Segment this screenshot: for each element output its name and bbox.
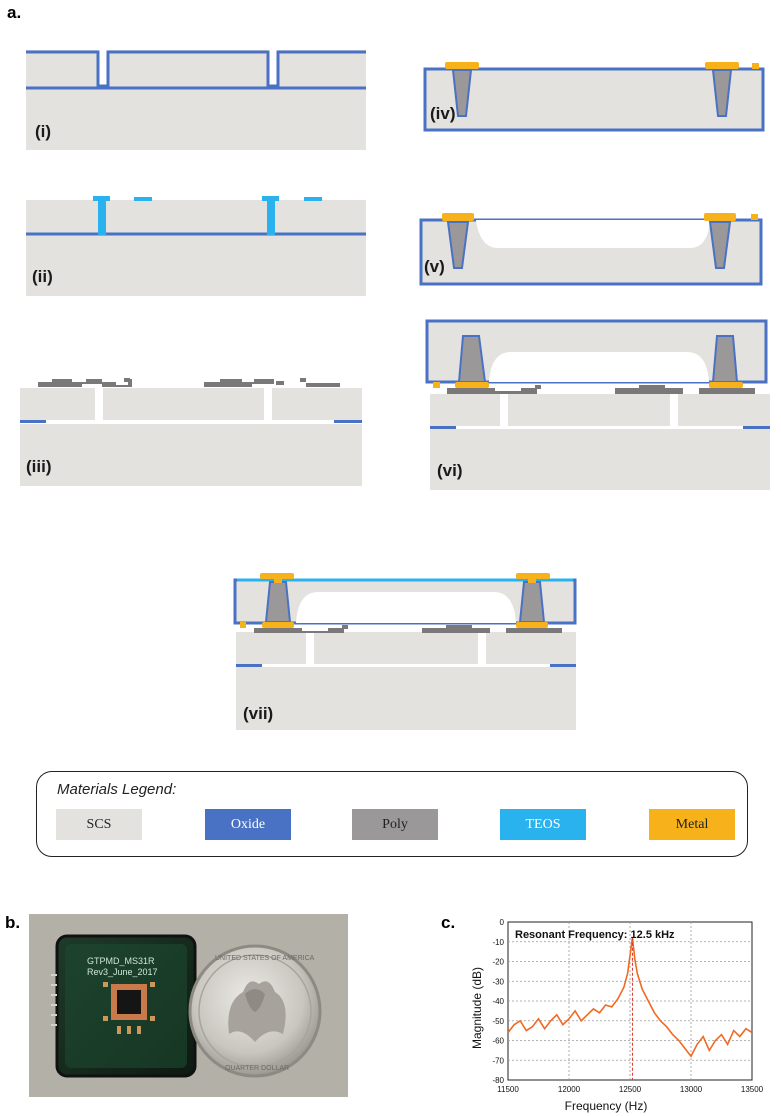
x-tick-label: 13500	[741, 1085, 764, 1094]
y-tick-label: -50	[492, 1017, 504, 1026]
materials-legend: Materials Legend: SCS Oxide Poly TEOS Me…	[36, 771, 748, 857]
process-step-vi	[425, 319, 770, 490]
device-photo: GTPMD_MS31R Rev3_June_2017 UNITED STATES…	[29, 914, 348, 1097]
x-tick-label: 12500	[619, 1085, 642, 1094]
step-label-vii: (vii)	[243, 704, 274, 723]
process-step-i	[26, 50, 366, 150]
legend-label-scs: SCS	[86, 816, 112, 832]
legend-label-poly: Poly	[382, 816, 408, 832]
legend-swatch-poly: Poly	[352, 809, 438, 840]
legend-swatch-metal: Metal	[649, 809, 735, 840]
legend-label-teos: TEOS	[525, 816, 561, 832]
y-tick-label: -60	[492, 1037, 504, 1046]
coin-text-bottom: QUARTER DOLLAR	[225, 1065, 289, 1072]
frequency-response-chart: Frequency (Hz) Magnitude (dB) 11500 12000…	[470, 918, 764, 1113]
process-step-v	[419, 213, 763, 286]
y-tick-label: 0	[500, 918, 505, 927]
process-step-iii	[20, 378, 362, 486]
chip-text-line2: Rev3_June_2017	[87, 967, 158, 977]
step-label-iv: (iv)	[430, 104, 456, 123]
legend-label-oxide: Oxide	[230, 816, 266, 832]
chart-y-axis-label: Magnitude (dB)	[470, 967, 484, 1049]
process-step-ii	[26, 196, 366, 296]
step-label-v: (v)	[424, 257, 445, 276]
x-tick-label: 11500	[497, 1085, 519, 1094]
y-tick-label: -40	[492, 997, 504, 1006]
legend-swatch-scs: SCS	[56, 809, 142, 840]
y-tick-label: -70	[492, 1056, 504, 1065]
panel-label-a: a.	[7, 3, 22, 22]
x-tick-label: 12000	[558, 1085, 581, 1094]
step-label-i: (i)	[35, 122, 52, 141]
legend-swatch-oxide: Oxide	[205, 809, 291, 840]
chart-title: Resonant Frequency: 12.5 kHz	[515, 929, 675, 941]
legend-label-metal: Metal	[675, 816, 709, 832]
x-tick-label: 13000	[680, 1085, 703, 1094]
step-label-vi: (vi)	[437, 461, 463, 480]
y-tick-label: -10	[492, 938, 504, 947]
y-tick-label: -20	[492, 958, 504, 967]
y-tick-label: -80	[492, 1076, 504, 1085]
series-line	[507, 937, 753, 1058]
step-label-iii: (iii)	[26, 457, 52, 476]
panel-label-c: c.	[441, 913, 456, 932]
legend-title: Materials Legend:	[57, 781, 177, 798]
legend-swatch-teos: TEOS	[500, 809, 586, 840]
process-step-vii	[233, 573, 577, 730]
process-step-iv	[423, 62, 765, 132]
chart-x-axis-label: Frequency (Hz)	[565, 1099, 648, 1113]
coin-text-top: UNITED STATES OF AMERICA	[215, 955, 315, 962]
step-label-ii: (ii)	[32, 267, 53, 286]
panel-label-b: b.	[5, 913, 21, 932]
y-tick-label: -30	[492, 977, 504, 986]
chip-text-line1: GTPMD_MS31R	[87, 956, 155, 966]
